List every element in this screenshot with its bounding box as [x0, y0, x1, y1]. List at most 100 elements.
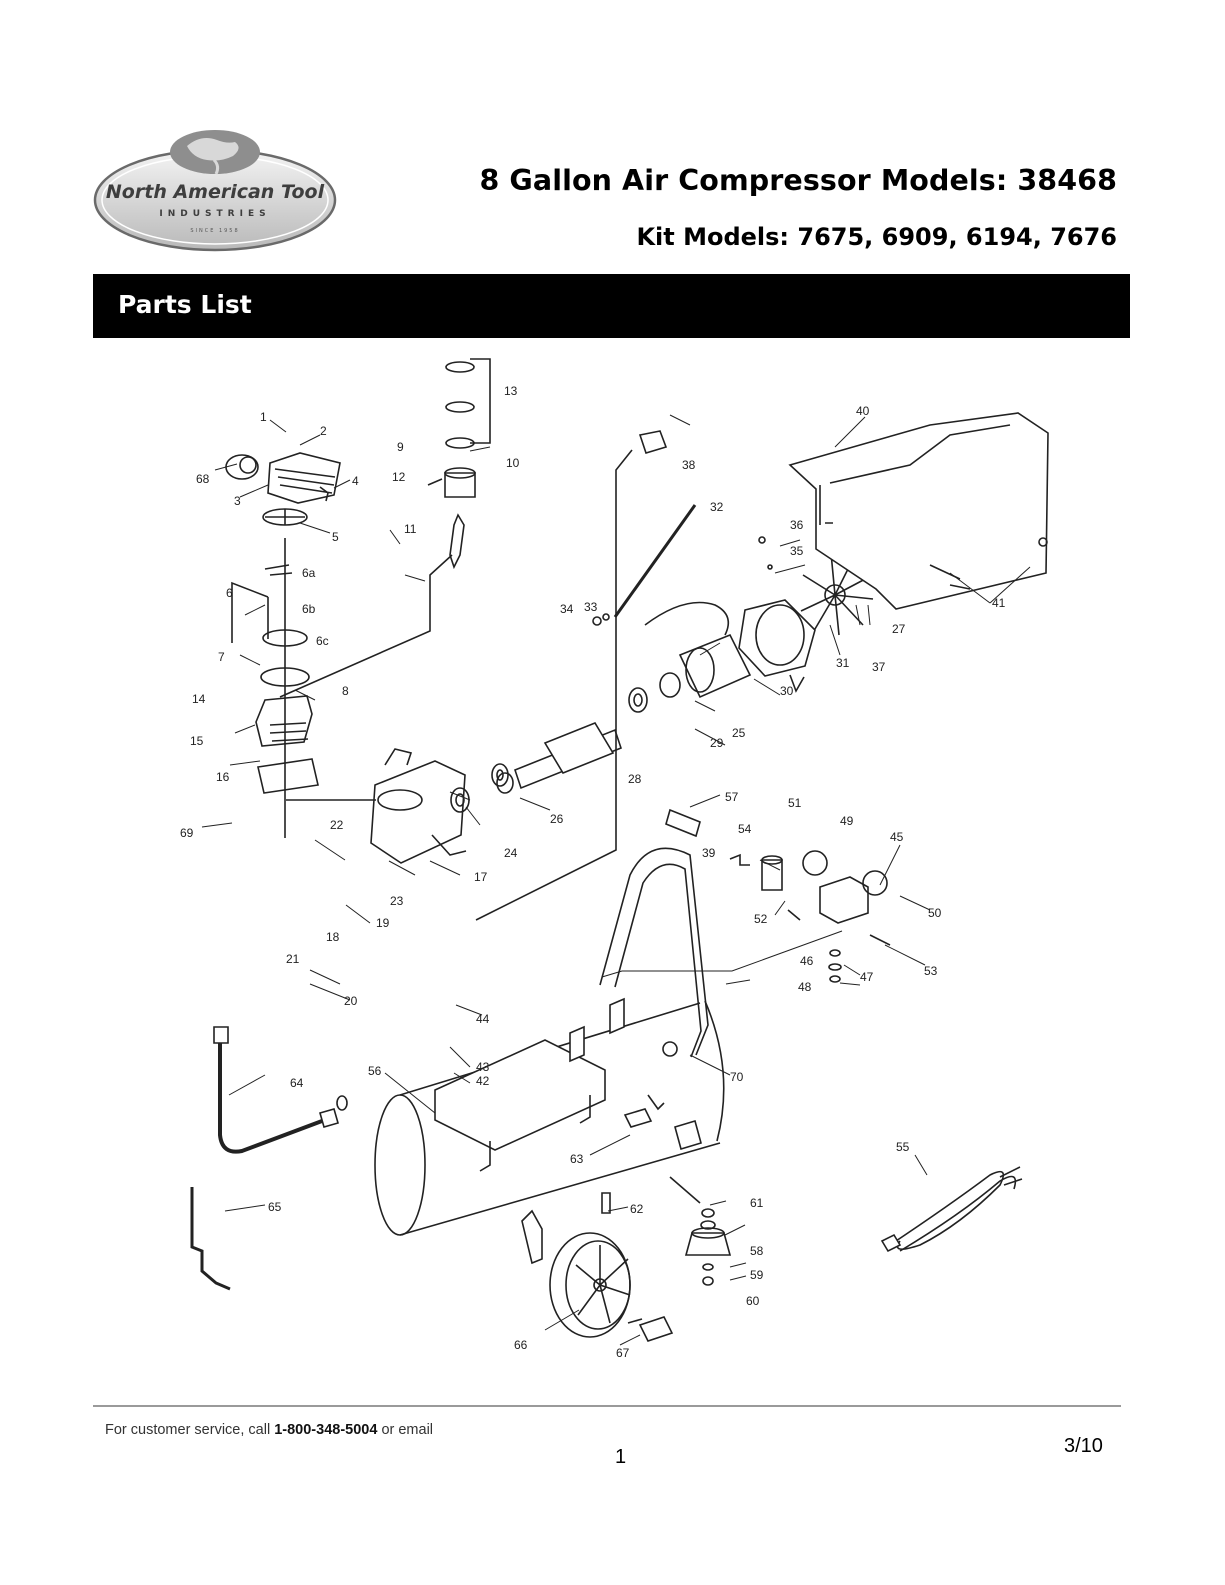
part-label: 44	[476, 1012, 490, 1026]
part-label: 4	[352, 474, 359, 488]
part-label: 9	[397, 440, 404, 454]
part-label: 43	[476, 1060, 490, 1074]
customer-service-line: For customer service, call 1-800-348-500…	[105, 1422, 433, 1438]
exploded-parts-diagram: 1 2 3 4 5 6 6a 6b 6c 7 8 9 10 11 12 13 1…	[170, 355, 1050, 1375]
part-label: 31	[836, 656, 850, 670]
part-label: 6c	[316, 634, 329, 648]
company-logo: North American Tool INDUSTRIES SINCE 195…	[92, 128, 338, 254]
part-label: 55	[896, 1140, 910, 1154]
part-label: 14	[192, 692, 206, 706]
logo-industries: INDUSTRIES	[159, 209, 270, 219]
part-label: 18	[326, 930, 340, 944]
part-label: 28	[628, 772, 642, 786]
part-label: 13	[504, 384, 518, 398]
service-phone: 1-800-348-5004	[274, 1422, 378, 1438]
part-label: 3	[234, 494, 241, 508]
page-number: 1	[615, 1446, 627, 1468]
part-label: 66	[514, 1338, 528, 1352]
hose-and-cord-drawing	[190, 1026, 1023, 1291]
tank-drawing	[374, 847, 725, 1265]
part-label: 29	[710, 736, 724, 750]
part-label: 45	[890, 830, 904, 844]
document-subtitle: Kit Models: 7675, 6909, 6194, 7676	[636, 223, 1117, 251]
part-label: 46	[800, 954, 814, 968]
part-label: 7	[218, 650, 225, 664]
part-label: 58	[750, 1244, 764, 1258]
part-label: 33	[584, 600, 598, 614]
part-label: 25	[732, 726, 746, 740]
part-label: 52	[754, 912, 768, 926]
part-label: 24	[504, 846, 518, 860]
logo-wordmark: North American Tool	[106, 181, 325, 203]
foot-drawing	[669, 1176, 732, 1286]
part-label: 63	[570, 1152, 584, 1166]
part-label: 56	[368, 1064, 382, 1078]
piston-drawing	[279, 358, 491, 698]
logo-since: SINCE 1958	[190, 228, 239, 234]
part-label: 26	[550, 812, 564, 826]
document-title: 8 Gallon Air Compressor Models: 38468	[479, 164, 1117, 197]
section-title: Parts List	[118, 290, 252, 319]
part-label: 67	[616, 1346, 630, 1360]
part-label: 38	[682, 458, 696, 472]
part-label: 16	[216, 770, 230, 784]
part-label: 49	[840, 814, 854, 828]
part-label: 69	[180, 826, 194, 840]
part-label: 57	[725, 790, 739, 804]
pressure-controls-drawing	[665, 808, 891, 983]
part-label: 6	[226, 586, 233, 600]
part-label: 59	[750, 1268, 764, 1282]
part-label: 60	[746, 1294, 760, 1308]
part-label: 27	[892, 622, 906, 636]
part-label: 20	[344, 994, 358, 1008]
part-label: 61	[750, 1196, 764, 1210]
section-header-bar: Parts List	[93, 274, 1130, 338]
part-label: 21	[286, 952, 300, 966]
part-label: 8	[342, 684, 349, 698]
part-label: 62	[630, 1202, 644, 1216]
part-label: 36	[790, 518, 804, 532]
part-label: 35	[790, 544, 804, 558]
part-callouts: 1 2 3 4 5 6 6a 6b 6c 7 8 9 10 11 12 13 1…	[180, 384, 1006, 1360]
part-label: 15	[190, 734, 204, 748]
part-label: 19	[376, 916, 390, 930]
part-label: 10	[506, 456, 520, 470]
part-label: 41	[992, 596, 1006, 610]
service-suffix: or email	[377, 1422, 434, 1438]
part-label: 68	[196, 472, 210, 486]
part-label: 32	[710, 500, 724, 514]
part-label: 34	[560, 602, 574, 616]
part-label: 48	[798, 980, 812, 994]
part-label: 65	[268, 1200, 282, 1214]
part-label: 23	[390, 894, 404, 908]
part-label: 64	[290, 1076, 304, 1090]
part-label: 17	[474, 870, 488, 884]
part-label: 42	[476, 1074, 490, 1088]
part-label: 50	[928, 906, 942, 920]
part-label: 2	[320, 424, 327, 438]
part-label: 6a	[302, 566, 316, 580]
part-label: 70	[730, 1070, 744, 1084]
part-label: 1	[260, 410, 267, 424]
wheel-drawing	[549, 1232, 674, 1342]
part-label: 37	[872, 660, 886, 674]
part-label: 51	[788, 796, 802, 810]
part-label: 40	[856, 404, 870, 418]
service-prefix: For customer service, call	[105, 1422, 275, 1438]
part-label: 54	[738, 822, 752, 836]
part-label: 53	[924, 964, 938, 978]
motor-drawing	[450, 412, 1049, 921]
crankcase-drawing	[286, 748, 467, 864]
revision-date: 3/10	[1064, 1435, 1103, 1457]
footer-divider	[93, 1405, 1121, 1407]
fan-drawing	[800, 552, 874, 636]
leader-lines	[201, 414, 1031, 1346]
part-label: 30	[780, 684, 794, 698]
part-label: 47	[860, 970, 874, 984]
part-label: 22	[330, 818, 344, 832]
cylinder-head-drawing	[225, 452, 341, 838]
part-label: 12	[392, 470, 406, 484]
part-label: 39	[702, 846, 716, 860]
part-label: 5	[332, 530, 339, 544]
part-label: 6b	[302, 602, 316, 616]
